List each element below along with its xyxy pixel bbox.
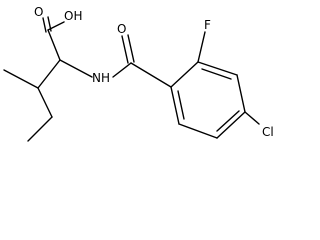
ring-bond-3 [236,74,246,113]
bond-c1-calpha [47,29,61,61]
bond-n-camide [112,62,132,78]
ring-inner-bond-b [216,110,240,132]
ring-bond-6 [170,86,180,125]
bond-cbeta-methyl [3,69,39,89]
bond-c1-o-double-a [42,17,47,33]
bond-calpha-cbeta [37,59,61,89]
bonds [3,16,260,142]
amide-carbonyl-oxygen-label: O [117,22,126,36]
atom-labels: OH O O NH F Cl [34,5,274,139]
bond-camide-o-double-b [127,34,135,63]
ring-inner-bond-c [177,90,185,120]
bond-cgamma-cdelta [27,116,53,142]
ring-bond-5 [178,123,218,139]
bond-calpha-n [59,59,93,78]
hydroxyl-label: OH [64,9,82,23]
bond-ring-f [197,31,206,63]
ring-bond-1 [170,61,199,88]
bond-cbeta-cgamma [37,87,53,118]
bond-camide-o-double-a [121,35,129,64]
ring-bond-4 [216,111,246,139]
structure-diagram: OH O O NH F Cl [3,5,274,142]
bond-camide-ring [130,62,172,88]
chlorine-label: Cl [262,125,274,139]
fluorine-label: F [204,18,211,32]
acid-carbonyl-oxygen-label: O [34,5,43,19]
amide-nitrogen-label: NH [92,71,110,85]
bond-ring-cl [244,111,260,125]
ring-inner-bond-a [201,68,232,80]
ring-bond-2 [197,61,238,76]
bond-c1-o-double-b [47,16,52,32]
